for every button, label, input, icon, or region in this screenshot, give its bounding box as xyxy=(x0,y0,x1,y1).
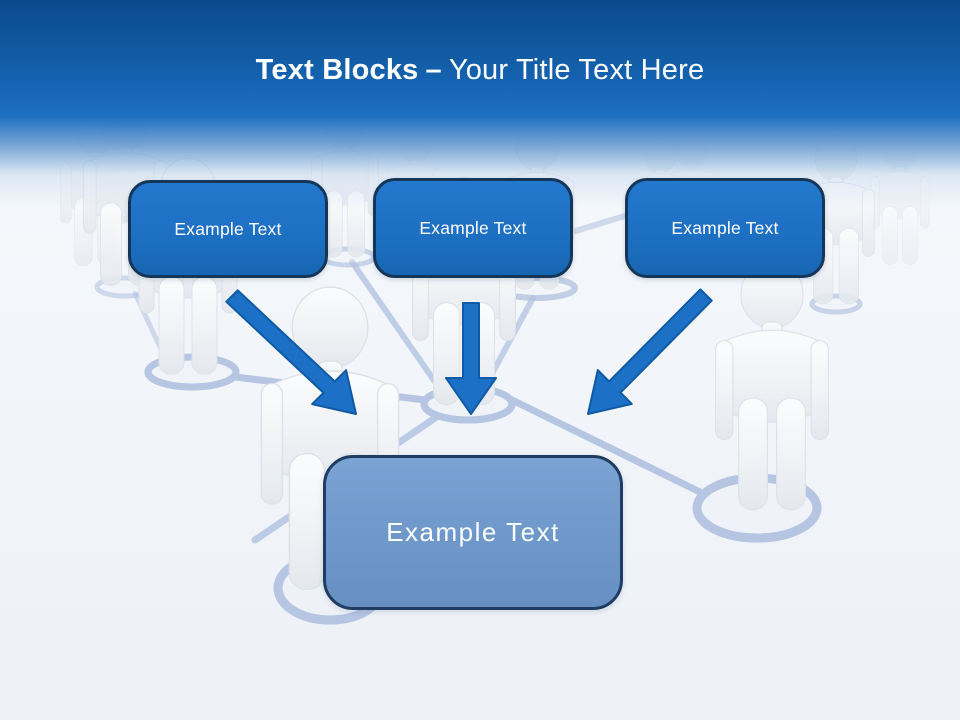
text-block-label: Example Text xyxy=(174,218,282,239)
text-block-1[interactable]: Example Text xyxy=(128,180,328,278)
person-figure xyxy=(715,260,829,511)
title-emphasis-text: Text Blocks xyxy=(255,54,419,86)
page-title[interactable]: Text Blocks–Your Title Text Here xyxy=(0,50,960,90)
connector-line xyxy=(506,395,704,496)
arrow-down-right-icon[interactable] xyxy=(225,289,357,415)
title-regular-text: Your Title Text Here xyxy=(448,54,705,86)
arrow-down-icon[interactable] xyxy=(445,302,497,415)
title-separator: – xyxy=(425,54,442,86)
result-block-label: Example Text xyxy=(386,517,560,547)
text-block-label: Example Text xyxy=(419,217,527,238)
result-block[interactable]: Example Text xyxy=(323,455,623,610)
text-block-2[interactable]: Example Text xyxy=(373,178,573,278)
arrow-down-left-icon[interactable] xyxy=(587,288,713,415)
text-block-3[interactable]: Example Text xyxy=(625,178,825,278)
text-block-label: Example Text xyxy=(671,217,779,238)
connector-line xyxy=(349,259,445,395)
header-banner xyxy=(0,0,960,208)
